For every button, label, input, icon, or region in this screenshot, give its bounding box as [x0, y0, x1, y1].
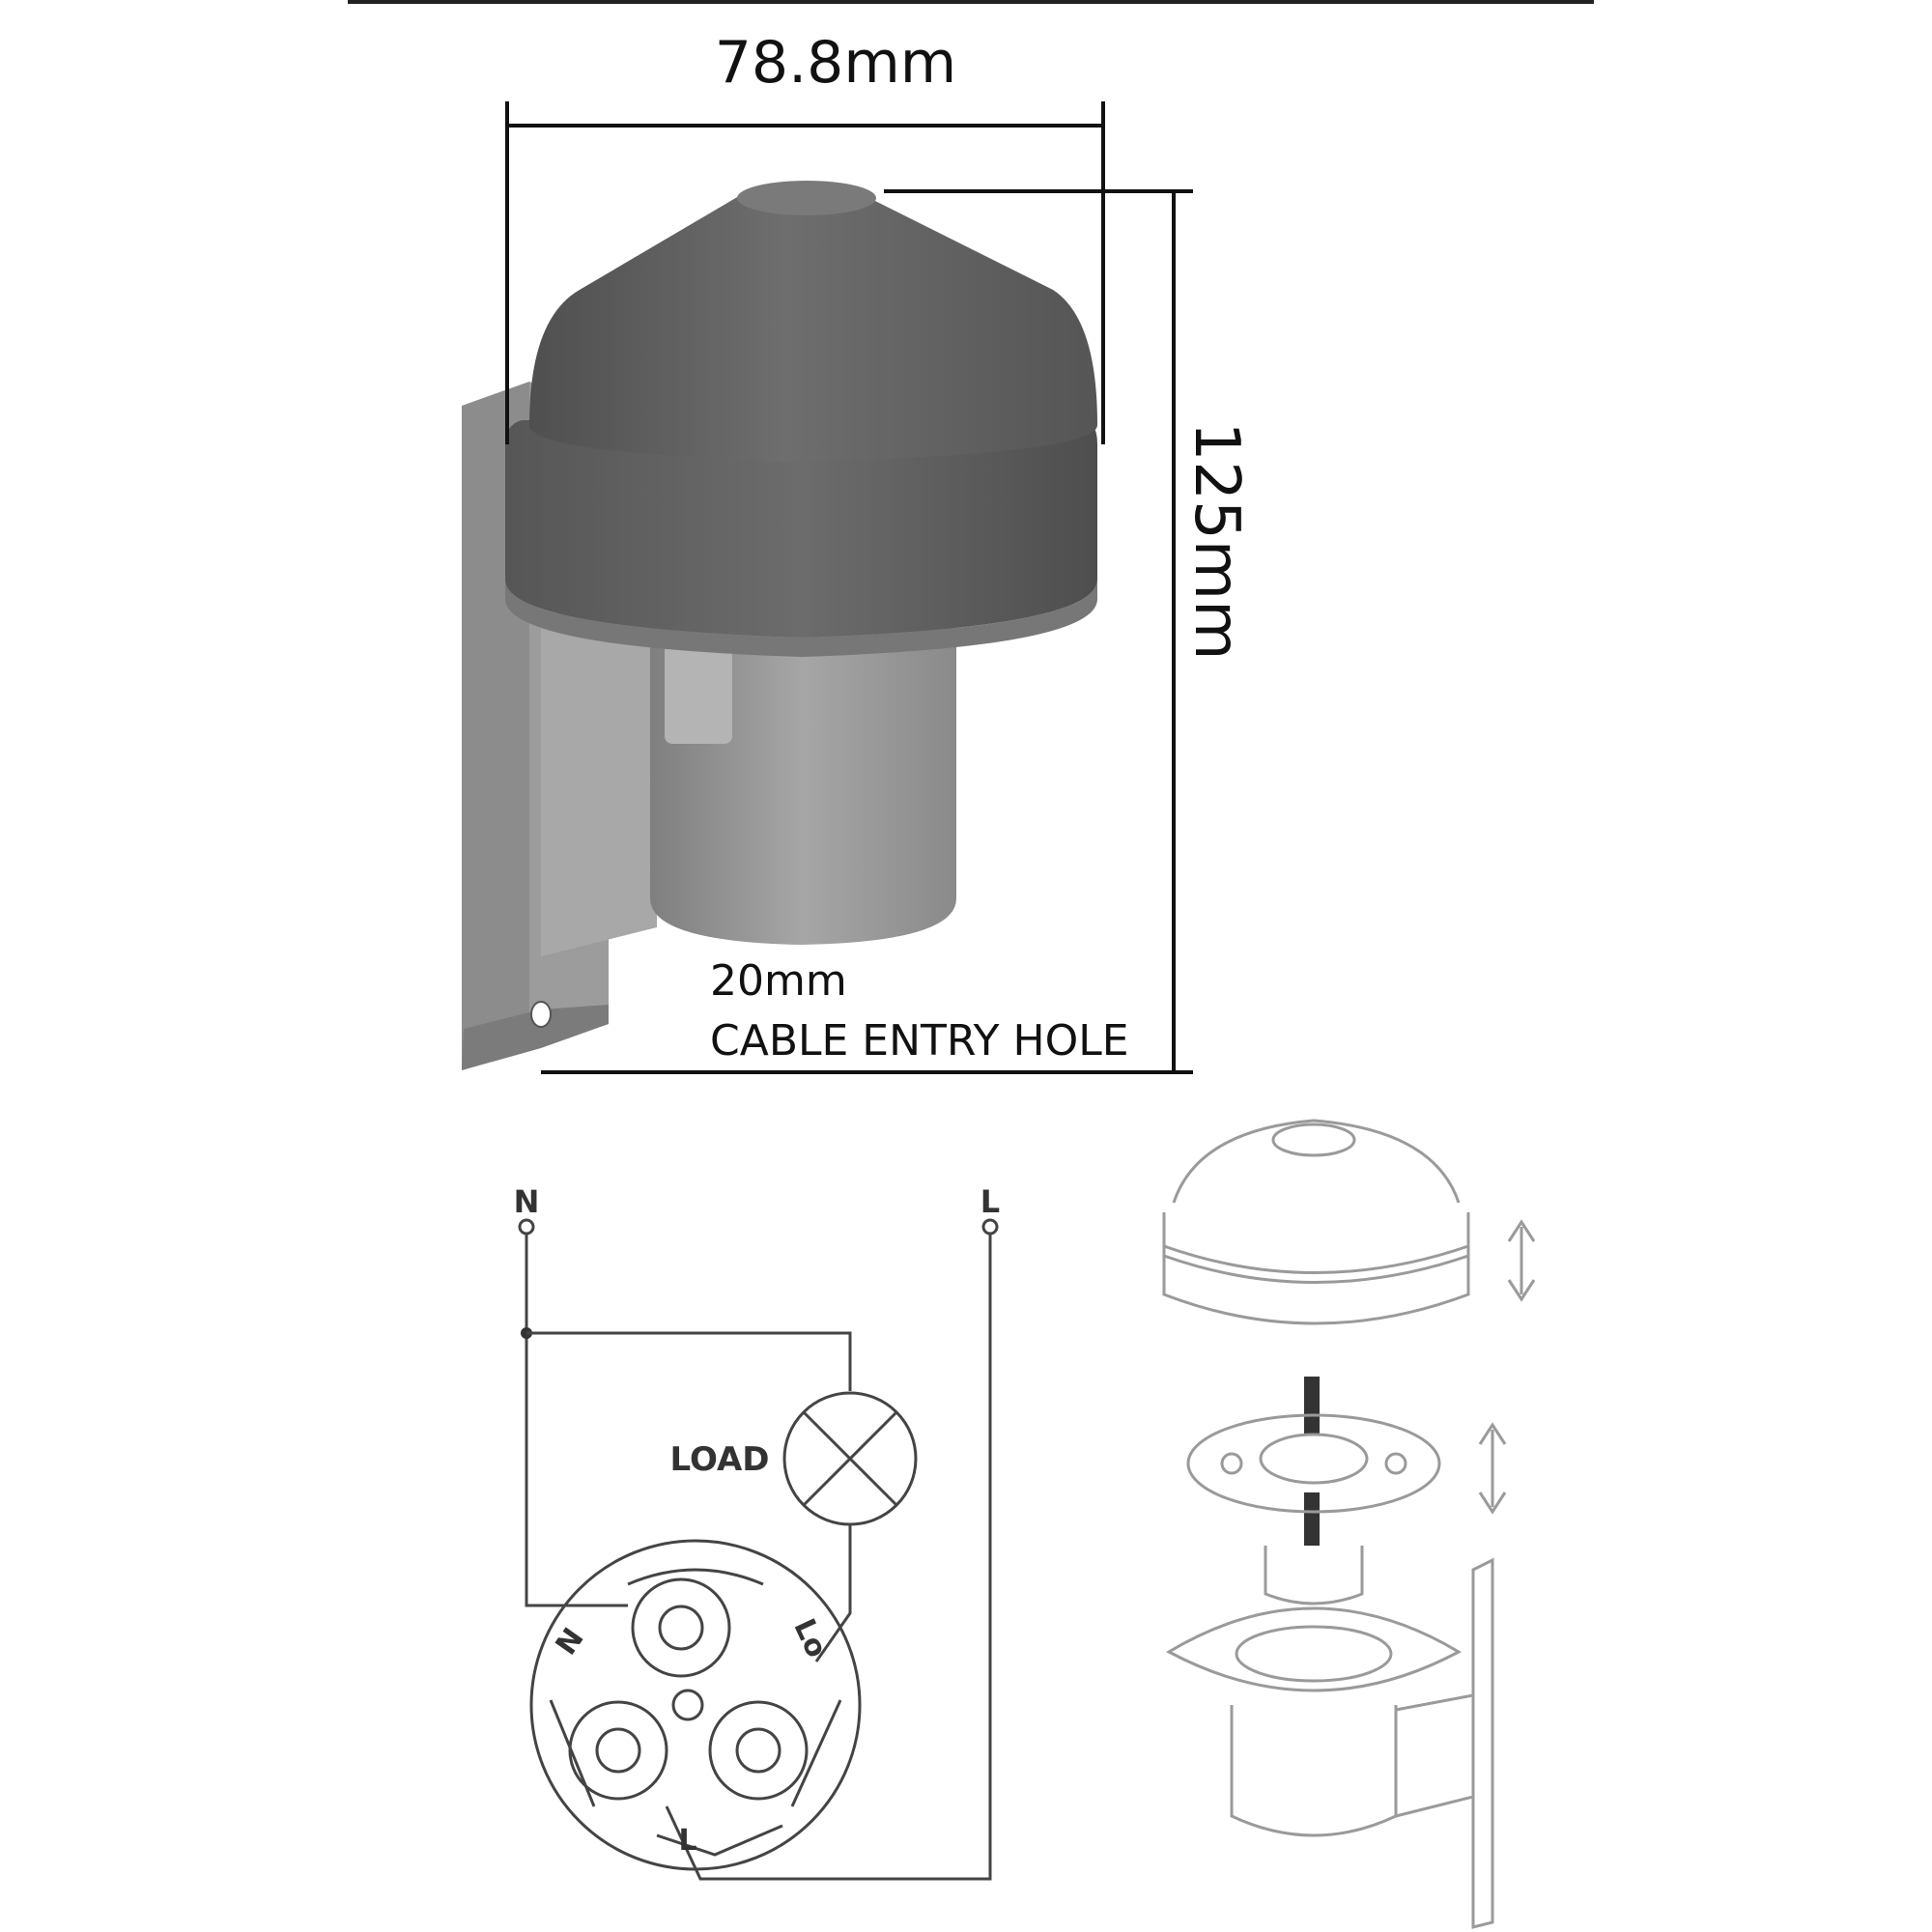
terminal-l-label: L — [678, 1824, 696, 1858]
hole-size-label: 20mm — [710, 956, 847, 1006]
dome-top — [737, 181, 876, 215]
dome-cap — [529, 184, 1097, 462]
base-inner — [1235, 1625, 1393, 1683]
width-dimension: 78.8mm — [505, 29, 1105, 444]
live-terminal — [981, 1218, 999, 1236]
pin-l-inner — [595, 1727, 641, 1774]
exploded-base-body — [1230, 1705, 1398, 1837]
mounting-hole — [530, 1001, 552, 1028]
adjust-arrow-lower-icon — [1478, 1422, 1507, 1515]
terminal-lo-label: Lo — [786, 1614, 834, 1663]
neutral-terminal — [518, 1218, 535, 1236]
socket-connector — [1264, 1546, 1364, 1605]
cable-entry-boss — [665, 638, 732, 744]
bracket-arm — [541, 580, 657, 956]
center-pin — [671, 1689, 704, 1721]
neutral-label: N — [514, 1183, 540, 1220]
height-label: 125mm — [1180, 422, 1252, 661]
load-return-wire — [814, 1524, 852, 1662]
load-feed-wire — [526, 1331, 852, 1391]
exploded-bracket — [1395, 1557, 1494, 1929]
pin-n-outer — [631, 1577, 731, 1678]
plate-center — [1259, 1433, 1369, 1485]
terminal-n-label: N — [550, 1622, 591, 1662]
width-label: 78.8mm — [715, 29, 957, 97]
upper-screw — [1304, 1377, 1320, 1435]
socket-face — [529, 1539, 862, 1871]
exploded-base-rim — [1165, 1606, 1463, 1692]
exploded-view — [1162, 1119, 1536, 1929]
live-label: L — [980, 1183, 1000, 1220]
bracket-foot — [462, 1005, 609, 1070]
live-wire — [665, 1234, 992, 1881]
load-label: LOAD — [670, 1440, 770, 1479]
exploded-cap — [1162, 1119, 1470, 1325]
height-dimension: 125mm — [541, 189, 1252, 1074]
product-render — [462, 181, 1097, 1070]
neutral-wire — [525, 1234, 628, 1607]
mounting-plate — [1186, 1413, 1441, 1514]
ring-lower-edge — [505, 580, 1097, 657]
socket-segments — [549, 1568, 842, 1857]
plate-hole-right — [1384, 1452, 1407, 1475]
cable-entry-caption: CABLE ENTRY HOLE — [710, 1016, 1129, 1065]
pin-lo-outer — [708, 1700, 809, 1801]
lower-screw — [1304, 1492, 1320, 1546]
exploded-cap-top — [1271, 1122, 1356, 1157]
pin-l-outer — [568, 1700, 668, 1801]
plate-hole-left — [1220, 1452, 1243, 1475]
adjust-arrow-upper-icon — [1507, 1219, 1536, 1302]
pin-n-inner — [658, 1605, 704, 1651]
exploded-cap-band — [1163, 1254, 1469, 1284]
pin-lo-inner — [735, 1727, 781, 1774]
cap-ring — [505, 420, 1097, 638]
wiring-diagram: N L LOAD N Lo L — [514, 1183, 1000, 1881]
